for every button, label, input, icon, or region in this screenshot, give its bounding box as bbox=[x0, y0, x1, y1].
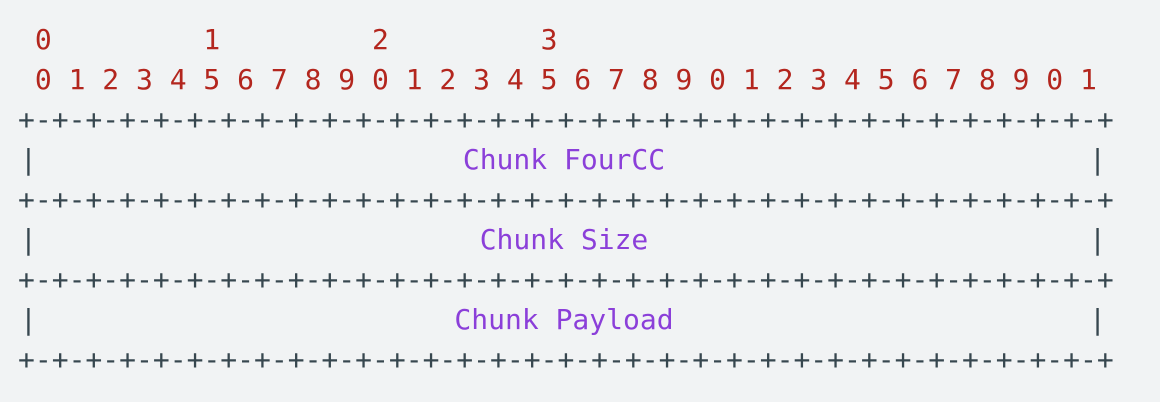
field-row-payload: | Chunk Payload | bbox=[18, 300, 1110, 340]
field-row-fourcc: | Chunk FourCC | bbox=[18, 140, 1110, 180]
border-line-2: +-+-+-+-+-+-+-+-+-+-+-+-+-+-+-+-+-+-+-+-… bbox=[18, 263, 1114, 296]
left-pipe: | bbox=[20, 223, 37, 256]
field-chunk-fourcc: Chunk FourCC bbox=[462, 143, 666, 176]
border-line-bottom: +-+-+-+-+-+-+-+-+-+-+-+-+-+-+-+-+-+-+-+-… bbox=[18, 343, 1114, 376]
bit-ruler-ones: 0 1 2 3 4 5 6 7 8 9 0 1 2 3 4 5 6 7 8 9 … bbox=[18, 63, 1097, 96]
bit-ruler-tens: 0 1 2 3 bbox=[18, 23, 558, 56]
field-row-size: | Chunk Size | bbox=[18, 220, 1110, 260]
field-chunk-size: Chunk Size bbox=[479, 223, 649, 256]
right-pipe: | bbox=[1089, 303, 1106, 336]
right-pipe: | bbox=[1089, 143, 1106, 176]
border-line-top: +-+-+-+-+-+-+-+-+-+-+-+-+-+-+-+-+-+-+-+-… bbox=[18, 103, 1114, 136]
field-chunk-payload: Chunk Payload bbox=[454, 303, 674, 336]
left-pipe: | bbox=[20, 143, 37, 176]
left-pipe: | bbox=[20, 303, 37, 336]
right-pipe: | bbox=[1089, 223, 1106, 256]
border-line-1: +-+-+-+-+-+-+-+-+-+-+-+-+-+-+-+-+-+-+-+-… bbox=[18, 183, 1114, 216]
